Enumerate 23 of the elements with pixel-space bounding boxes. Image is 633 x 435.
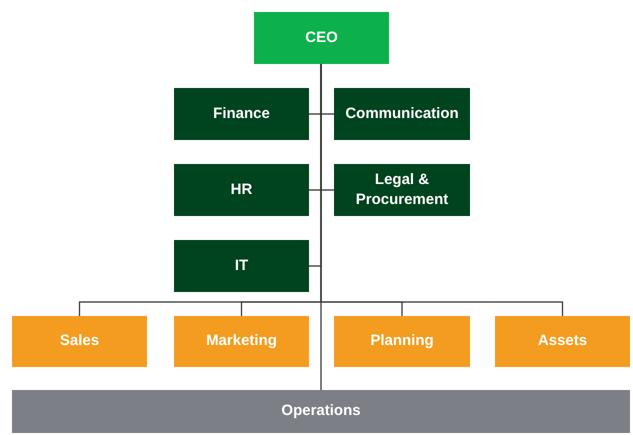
box-label: Planning (370, 331, 434, 352)
box-label: Marketing (206, 331, 277, 352)
box-label: CEO (305, 28, 338, 48)
box-label: IT (234, 256, 248, 276)
business-unit-box (334, 316, 470, 367)
business-unit-box (12, 316, 147, 367)
box-label: Operations (281, 401, 361, 422)
department-box (334, 88, 470, 140)
business-unit-box (174, 316, 309, 367)
department-box (334, 164, 470, 216)
connector-line (320, 64, 322, 390)
box-label: Finance (213, 104, 270, 124)
business-unit-box (495, 316, 630, 367)
department-box (174, 240, 309, 292)
department-box (174, 164, 309, 216)
box-label: Communication (345, 104, 459, 124)
operations-bar (12, 390, 630, 433)
box-label: HR (230, 180, 252, 200)
box-label: Legal & Procurement (354, 170, 450, 210)
department-box (174, 88, 309, 140)
box-label: Sales (60, 331, 100, 352)
box-label: Assets (538, 331, 588, 352)
executive-box (254, 12, 389, 64)
